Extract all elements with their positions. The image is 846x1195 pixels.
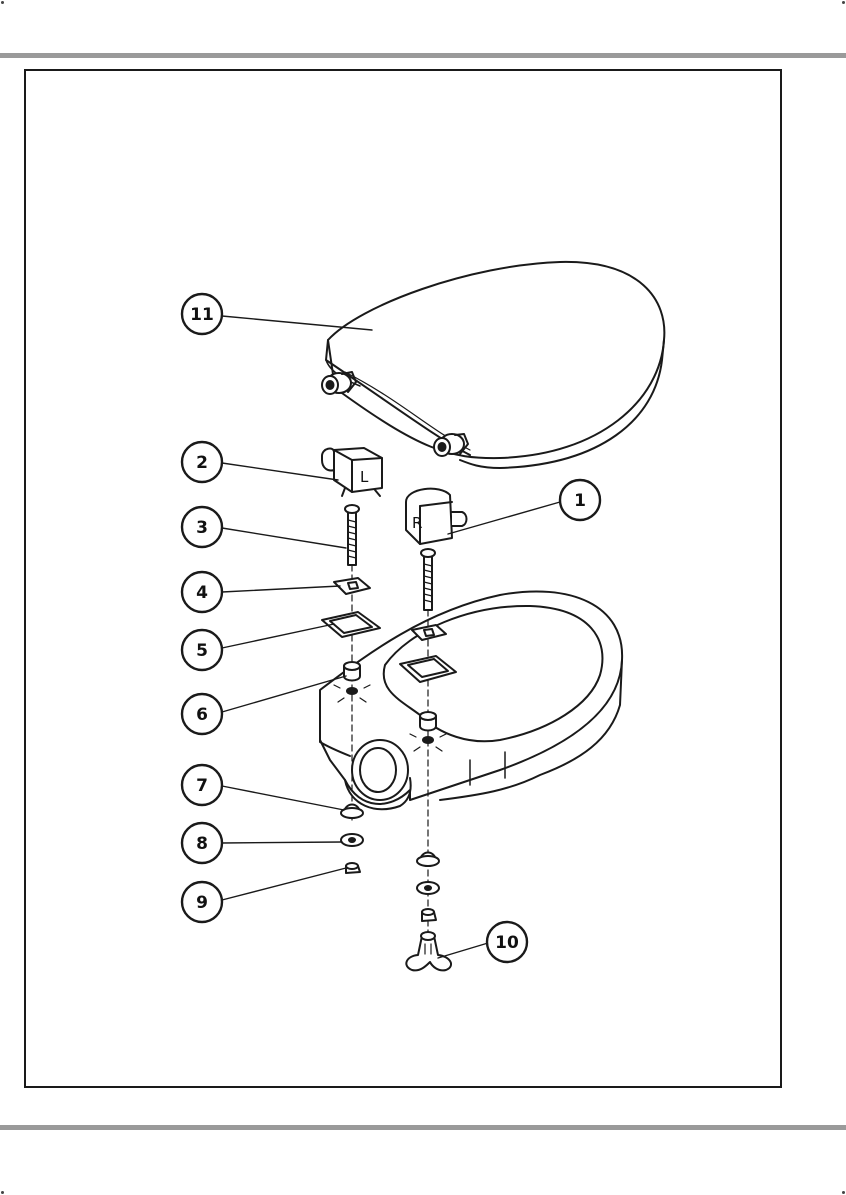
leader-8	[222, 842, 342, 843]
right-fixing-bolt	[421, 549, 435, 610]
callout-1-label: 1	[574, 491, 586, 511]
leader-3	[222, 528, 346, 548]
right-flat-washer	[417, 882, 439, 894]
callout-8-label: 8	[196, 834, 208, 854]
callout-2: 2	[182, 442, 222, 482]
callout-6-label: 6	[196, 705, 208, 725]
callout-9: 9	[182, 882, 222, 922]
callout-11-label: 11	[190, 305, 214, 325]
left-nut	[346, 863, 360, 873]
callout-7: 7	[182, 765, 222, 805]
callout-4-label: 4	[196, 583, 208, 603]
callout-10: 10	[487, 922, 527, 962]
callout-8: 8	[182, 823, 222, 863]
left-flat-washer	[341, 834, 363, 846]
leader-2	[222, 463, 338, 480]
leader-7	[222, 786, 344, 810]
leader-5	[222, 624, 334, 648]
callout-10-label: 10	[495, 933, 519, 953]
callout-5-label: 5	[196, 641, 208, 661]
right-hinge-bracket: R	[406, 489, 467, 544]
callout-2-label: 2	[196, 453, 208, 473]
callout-3-label: 3	[196, 518, 208, 538]
callout-9-label: 9	[196, 893, 208, 913]
callout-1: 1	[560, 480, 600, 520]
right-nut	[422, 909, 436, 921]
hinge-letter-right: R	[412, 514, 422, 532]
hinge-letter-left: L	[360, 468, 369, 486]
leader-4	[222, 586, 340, 592]
callout-7-label: 7	[196, 776, 208, 796]
callout-11: 11	[182, 294, 222, 334]
callout-6: 6	[182, 694, 222, 734]
right-cone-washer	[417, 853, 439, 867]
wing-nut-tool	[406, 932, 451, 970]
left-cone-washer	[341, 805, 363, 819]
callout-3: 3	[182, 507, 222, 547]
leader-9	[222, 868, 346, 900]
toilet-seat-lid	[322, 262, 664, 468]
left-fixing-bolt	[345, 505, 359, 565]
left-hinge-bracket: L	[322, 448, 382, 496]
leader-10	[438, 943, 488, 958]
callout-5: 5	[182, 630, 222, 670]
callout-4: 4	[182, 572, 222, 612]
